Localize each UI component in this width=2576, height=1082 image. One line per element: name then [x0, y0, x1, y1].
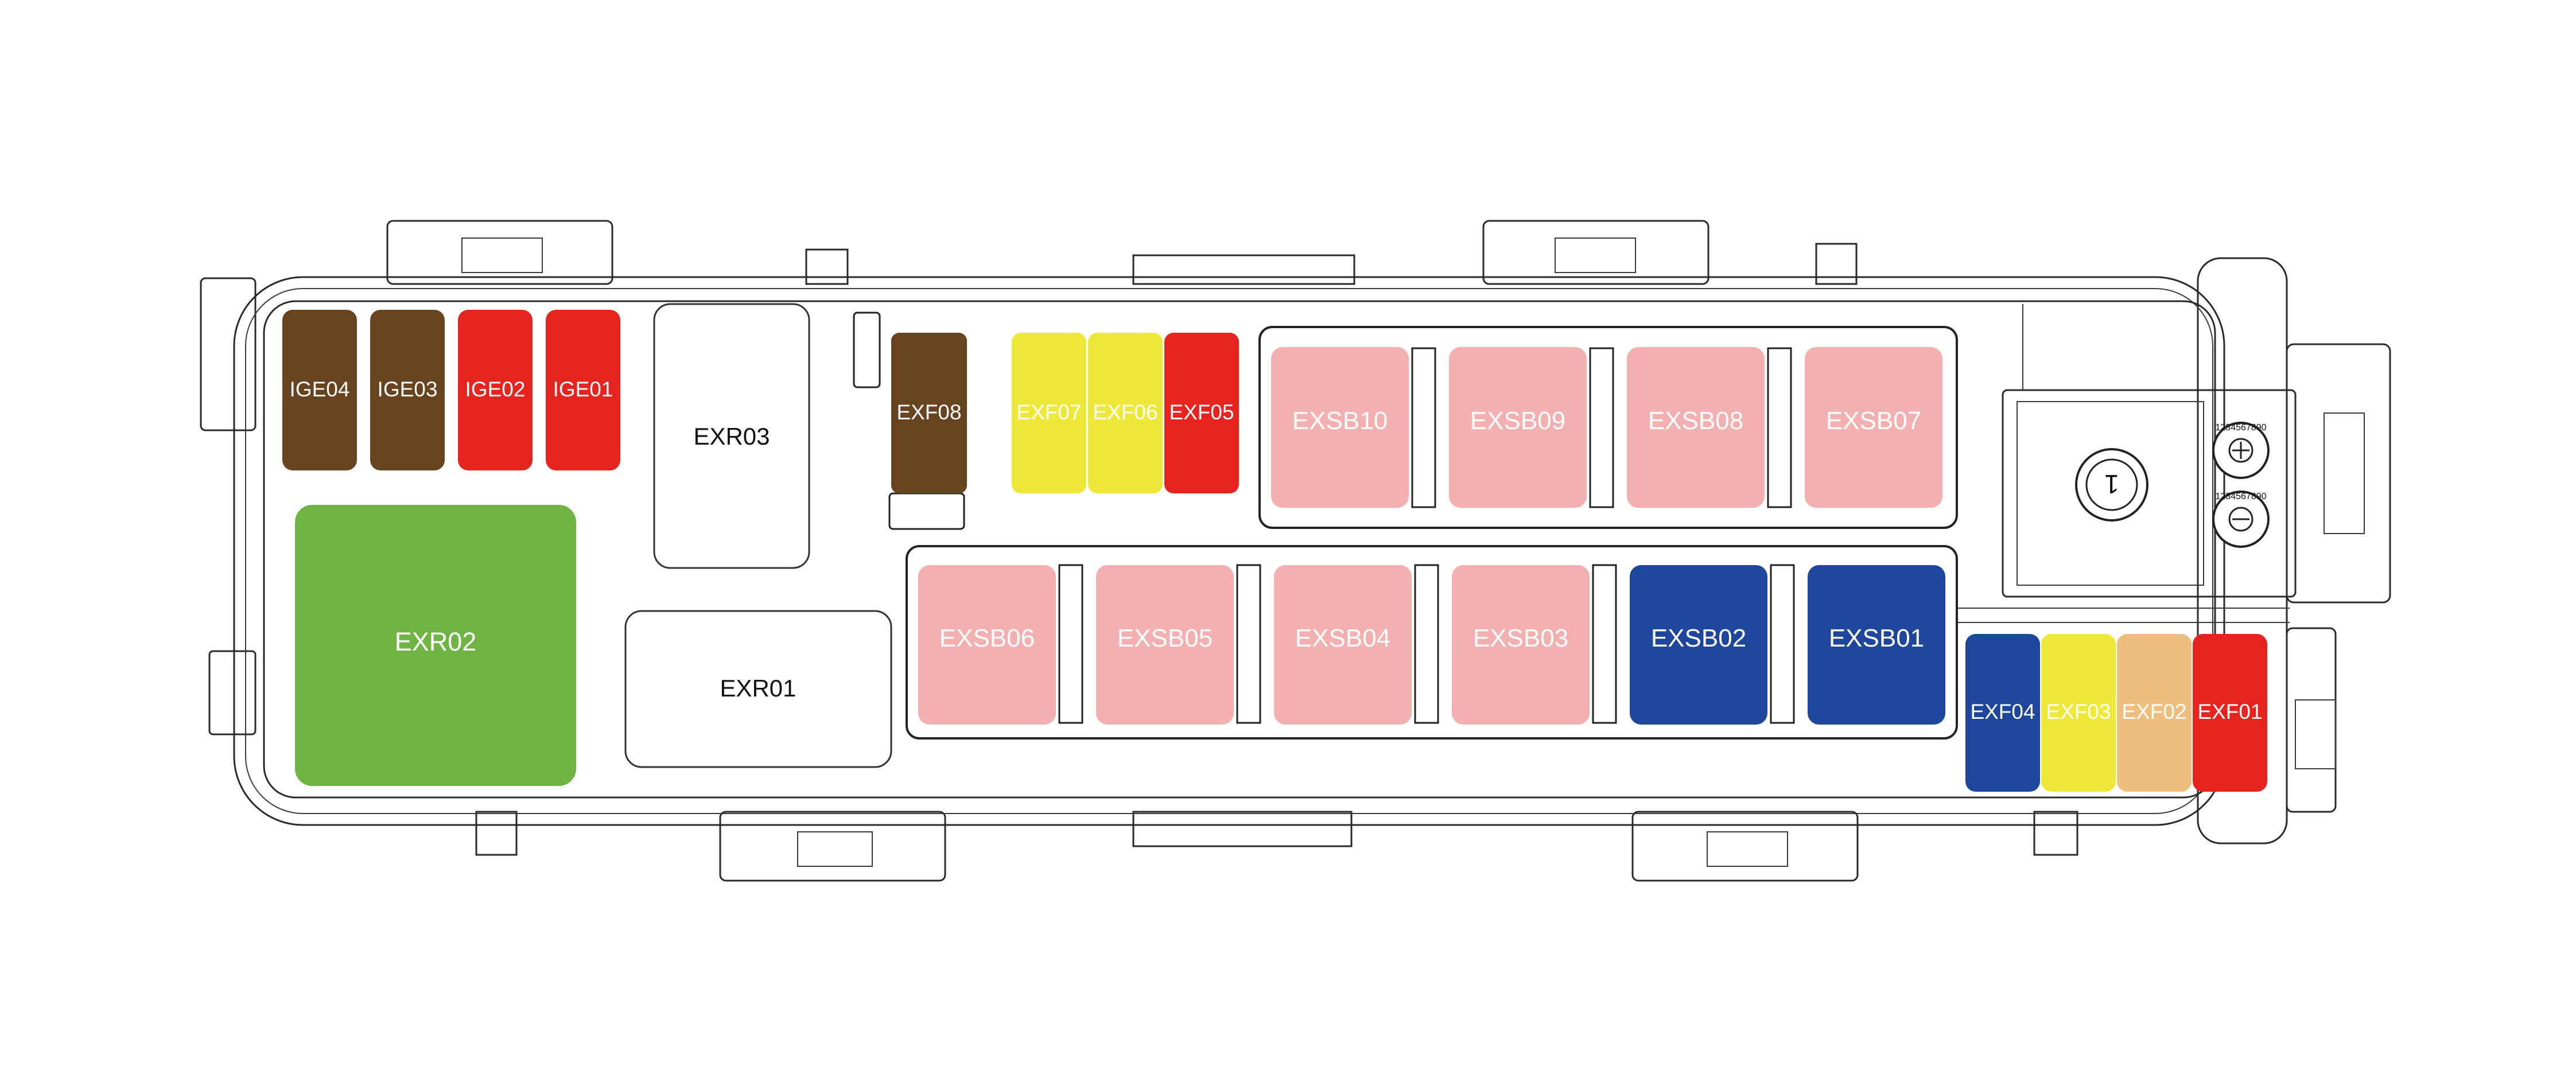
fuse-label-EXSB01: EXSB01 [1829, 624, 1924, 652]
fuse-IGE01: IGE01 [546, 310, 620, 470]
fuse-label-EXF02: EXF02 [2122, 700, 2186, 723]
fuse-label-EXF06: EXF06 [1093, 400, 1157, 424]
fuse-EXSB04: EXSB04 [1274, 565, 1412, 725]
fuse-label-EXF01: EXF01 [2197, 700, 2262, 723]
fuse-label-EXF03: EXF03 [2046, 700, 2111, 723]
relay-label-EXR02: EXR02 [395, 627, 477, 656]
relay-label-EXR03: EXR03 [693, 423, 770, 450]
fuse-IGE02: IGE02 [458, 310, 533, 470]
relay-EXR01: EXR01 [624, 610, 892, 768]
fuse-label-EXSB08: EXSB08 [1648, 407, 1743, 435]
fuse-EXF05: EXF05 [1164, 333, 1239, 493]
exf08-holder [853, 312, 965, 530]
housing [200, 220, 2391, 882]
fuse-EXF08: EXF08 [891, 333, 967, 493]
fuse-label-EXSB04: EXSB04 [1295, 624, 1390, 652]
fixing-screw: 1 [2075, 448, 2148, 521]
fuse-label-EXF08: EXF08 [896, 400, 961, 424]
fuse-EXF07: EXF07 [1012, 333, 1086, 493]
fuse-label-EXSB02: EXSB02 [1651, 624, 1746, 652]
fuse-EXSB06: EXSB06 [918, 565, 1056, 725]
fuse-EXF02: EXF02 [2117, 634, 2192, 792]
fuse-EXSB08: EXSB08 [1627, 347, 1765, 508]
fuse-label-EXF04: EXF04 [1970, 700, 2035, 723]
fuse-EXF06: EXF06 [1088, 333, 1163, 493]
relay-EXR02: EXR02 [295, 505, 576, 786]
screw-label: 1 [2104, 469, 2119, 499]
fuse-label-IGE02: IGE02 [465, 377, 526, 401]
fuse-label-IGE04: IGE04 [290, 377, 350, 401]
relay-EXR03: EXR03 [653, 303, 810, 569]
fuse-label-EXSB06: EXSB06 [939, 624, 1035, 652]
date-dial-top: 1234567890 [2212, 422, 2270, 479]
date-dial-bottom-label: 1234567890 [2216, 492, 2267, 501]
lower-fuse-tray [906, 545, 1958, 740]
fuse-EXF04: EXF04 [1965, 634, 2040, 792]
fuse-label-EXSB03: EXSB03 [1473, 624, 1568, 652]
fuse-label-EXSB09: EXSB09 [1470, 407, 1565, 435]
fuse-label-IGE01: IGE01 [553, 377, 613, 401]
fuse-EXSB10: EXSB10 [1271, 347, 1409, 508]
fuse-EXSB01: EXSB01 [1808, 565, 1945, 725]
fuse-label-EXSB05: EXSB05 [1117, 624, 1213, 652]
fuse-EXSB09: EXSB09 [1449, 347, 1587, 508]
fuse-label-EXF07: EXF07 [1016, 400, 1081, 424]
fuse-EXSB03: EXSB03 [1452, 565, 1590, 725]
fuse-EXSB02: EXSB02 [1630, 565, 1767, 725]
date-dial-top-label: 1234567890 [2216, 423, 2267, 433]
fuse-label-EXSB07: EXSB07 [1826, 407, 1921, 435]
fuse-EXF03: EXF03 [2041, 634, 2116, 792]
relay-label-EXR01: EXR01 [720, 675, 796, 702]
fuse-label-EXF05: EXF05 [1169, 400, 1234, 424]
fuse-IGE03: IGE03 [370, 310, 445, 470]
fuse-label-EXSB10: EXSB10 [1292, 407, 1388, 435]
date-dial-bottom: 1234567890 [2212, 491, 2270, 548]
fuse-IGE04: IGE04 [282, 310, 357, 470]
fuse-EXSB05: EXSB05 [1096, 565, 1234, 725]
fuse-EXSB07: EXSB07 [1805, 347, 1942, 508]
fuse-label-IGE03: IGE03 [378, 377, 438, 401]
upper-fuse-tray [1258, 326, 1958, 529]
fuse-EXF01: EXF01 [2193, 634, 2267, 792]
